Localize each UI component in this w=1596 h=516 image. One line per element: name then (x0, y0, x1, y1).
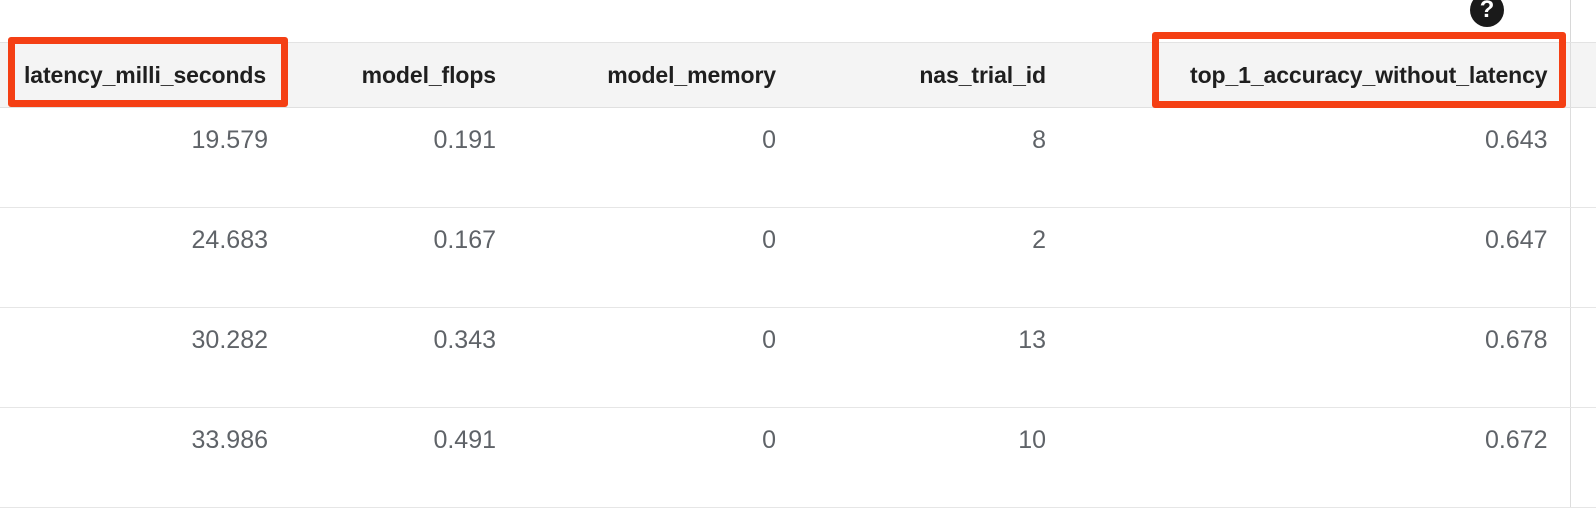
cell-nas-trial-id: 10 (798, 407, 1068, 508)
column-header-model-memory[interactable]: model_memory (518, 42, 798, 108)
cell-latency-milli-seconds: 33.986 (0, 407, 290, 508)
cell-nas-trial-id: 13 (798, 307, 1068, 408)
cell-model-flops: 0.343 (290, 307, 518, 408)
cell-top-1-accuracy-without-latency: 0.672 (1068, 407, 1570, 508)
cell-model-memory: 0 (518, 307, 798, 408)
table-body: 19.579 0.191 0 8 0.643 24.683 0.167 0 2 … (0, 107, 1596, 508)
cell-model-memory: 0 (518, 107, 798, 208)
table-header-row: latency_milli_seconds model_flops model_… (0, 42, 1596, 108)
column-header-model-flops[interactable]: model_flops (290, 42, 518, 108)
column-header-nas-trial-id[interactable]: nas_trial_id (798, 42, 1068, 108)
table-row[interactable]: 24.683 0.167 0 2 0.647 (0, 207, 1596, 308)
cell-model-memory: 0 (518, 207, 798, 308)
results-table: latency_milli_seconds model_flops model_… (0, 42, 1596, 508)
cell-overflow (1569, 407, 1596, 508)
cell-latency-milli-seconds: 30.282 (0, 307, 290, 408)
table-row[interactable]: 33.986 0.491 0 10 0.672 (0, 407, 1596, 508)
cell-overflow (1569, 307, 1596, 408)
cell-latency-milli-seconds: 24.683 (0, 207, 290, 308)
cell-nas-trial-id: 2 (798, 207, 1068, 308)
table-scroll-container[interactable]: latency_milli_seconds model_flops model_… (0, 42, 1596, 516)
cell-top-1-accuracy-without-latency: 0.678 (1068, 307, 1570, 408)
cell-model-flops: 0.167 (290, 207, 518, 308)
cell-latency-milli-seconds: 19.579 (0, 107, 290, 208)
cell-model-flops: 0.191 (290, 107, 518, 208)
cell-model-flops: 0.491 (290, 407, 518, 508)
cell-overflow (1569, 107, 1596, 208)
toolbar-divider (1570, 0, 1571, 42)
cell-top-1-accuracy-without-latency: 0.647 (1068, 207, 1570, 308)
cell-overflow (1569, 207, 1596, 308)
table-row[interactable]: 30.282 0.343 0 13 0.678 (0, 307, 1596, 408)
cell-model-memory: 0 (518, 407, 798, 508)
cell-top-1-accuracy-without-latency: 0.643 (1068, 107, 1570, 208)
help-icon[interactable]: ? (1470, 0, 1504, 27)
column-header-latency-milli-seconds[interactable]: latency_milli_seconds (0, 42, 290, 108)
table-toolbar: ? (0, 0, 1596, 42)
column-header-top-1-accuracy-without-latency[interactable]: top_1_accuracy_without_latency (1068, 42, 1570, 108)
table-row[interactable]: 19.579 0.191 0 8 0.643 (0, 107, 1596, 208)
table-header: latency_milli_seconds model_flops model_… (0, 42, 1596, 108)
column-header-overflow[interactable] (1569, 42, 1596, 108)
cell-nas-trial-id: 8 (798, 107, 1068, 208)
